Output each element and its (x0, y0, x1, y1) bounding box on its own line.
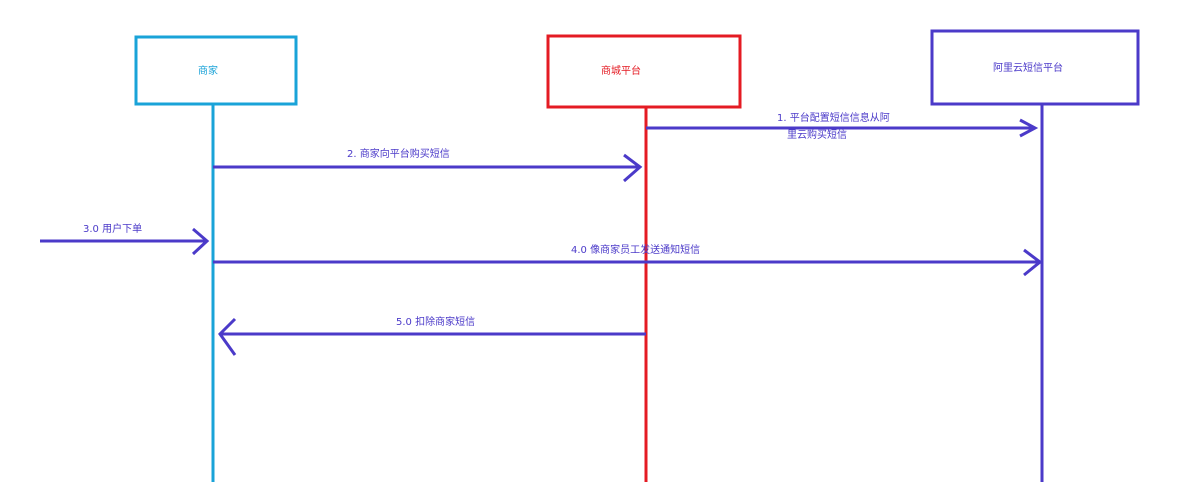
platform-box (546, 34, 742, 109)
participant-aliyun: 阿里云短信平台 (930, 29, 1140, 482)
participant-merchant: 商家 (134, 35, 298, 482)
message-1-label-line1: 1. 平台配置短信信息从阿 (777, 111, 890, 124)
message-2-arrow: 2. 商家向平台购买短信 (213, 147, 643, 183)
message-3-arrow: 3.0 用户下单 (40, 222, 210, 256)
aliyun-box (930, 29, 1140, 106)
message-4-arrow: 4.0 像商家员工发送通知短信 (213, 243, 1043, 277)
message-4-label: 4.0 像商家员工发送通知短信 (571, 243, 700, 256)
message-3-label: 3.0 用户下单 (83, 222, 142, 235)
participant-platform: 商城平台 (546, 34, 742, 482)
merchant-label: 商家 (198, 64, 218, 77)
message-1-label-line2: 里云购买短信 (787, 128, 847, 141)
merchant-box (134, 35, 298, 106)
message-1-arrow: 1. 平台配置短信信息从阿 里云购买短信 (646, 111, 1039, 141)
message-2-label: 2. 商家向平台购买短信 (347, 147, 450, 160)
platform-label: 商城平台 (601, 64, 641, 77)
message-5-arrow: 5.0 扣除商家短信 (218, 315, 646, 356)
aliyun-label: 阿里云短信平台 (993, 61, 1063, 74)
message-5-label: 5.0 扣除商家短信 (396, 315, 475, 328)
